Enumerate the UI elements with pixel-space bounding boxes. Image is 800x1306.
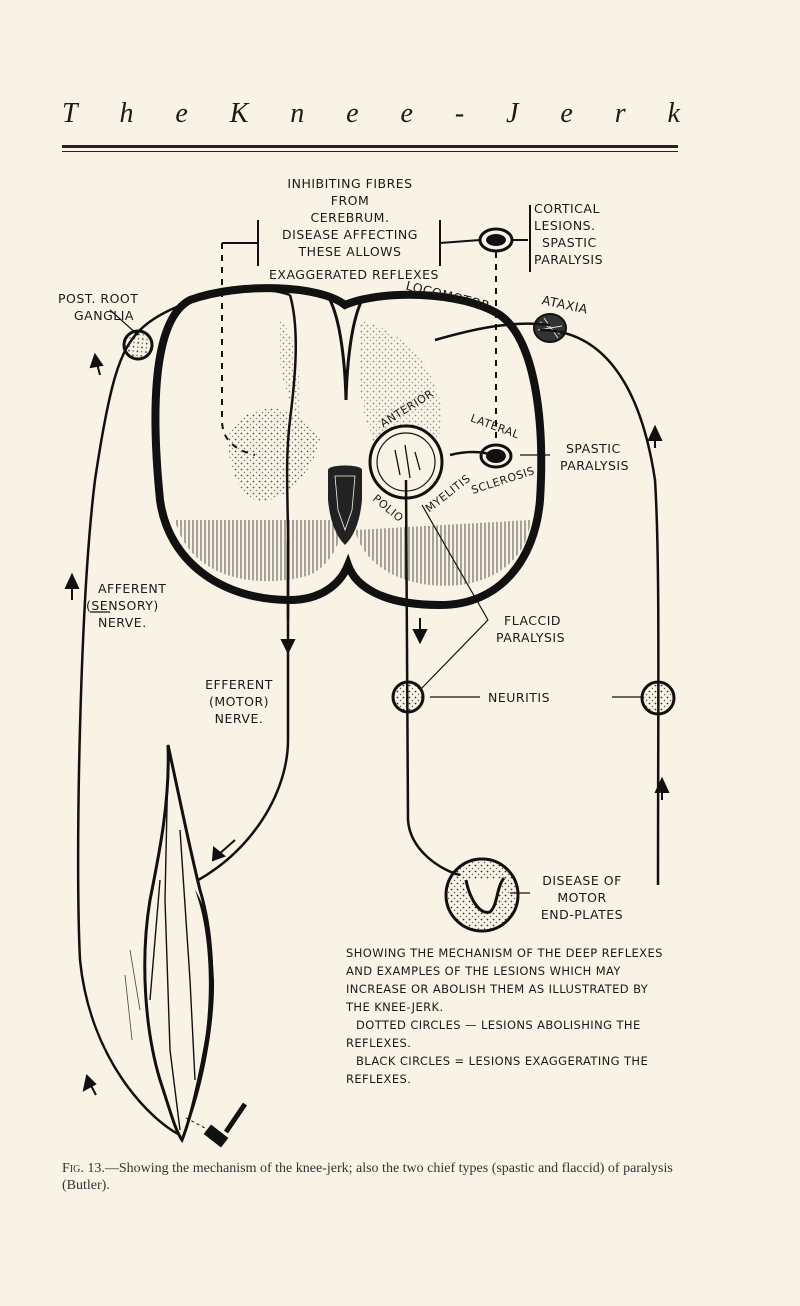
label-spastic-paralysis: SPASTIC PARALYSIS xyxy=(560,441,630,473)
title-letter: J xyxy=(506,98,521,129)
label-flaccid-paralysis: FLACCID PARALYSIS xyxy=(496,613,566,645)
description-dotted: DOTTED CIRCLES — LESIONS ABOLISHING THE … xyxy=(346,1018,641,1050)
title-letter: e xyxy=(346,98,361,129)
figure-caption: Fig. 13.—Showing the mechanism of the kn… xyxy=(62,1160,682,1194)
pointer-lines xyxy=(90,309,642,894)
label-exaggerated-reflexes: EXAGGERATED REFLEXES xyxy=(269,267,439,282)
title-letter: T xyxy=(62,98,80,129)
title-rule-thin xyxy=(62,151,678,152)
description-main: SHOWING THE MECHANISM OF THE DEEP REFLEX… xyxy=(346,946,663,1014)
description-black: BLACK CIRCLES = LESIONS EXAGGERATING THE… xyxy=(346,1054,649,1086)
anterior-horn-lesion xyxy=(368,424,444,500)
title-letter: e xyxy=(400,98,415,129)
title-letter: e xyxy=(175,98,190,129)
title-letter: h xyxy=(119,98,136,129)
label-afferent-nerve: AFFERENT (SENSORY) NERVE. xyxy=(86,581,167,630)
title-rule-thick xyxy=(62,145,678,148)
label-inhibiting-fibres: INHIBITING FIBRES FROM CEREBRUM. DISEASE… xyxy=(282,176,418,259)
label-disease-motor-end-plates: DISEASE OF MOTOR END-PLATES xyxy=(540,873,624,922)
title-letter: k xyxy=(667,98,682,129)
title-letter: K xyxy=(229,98,251,129)
spinal-cord-section xyxy=(151,284,546,610)
brace-lines xyxy=(222,205,531,272)
inhibiting-fibres-dashed xyxy=(221,243,497,456)
diagram-description: SHOWING THE MECHANISM OF THE DEEP REFLEX… xyxy=(346,944,666,1088)
title-letter: e xyxy=(560,98,575,129)
label-post-root-ganglia: POST. ROOT GANGLIA xyxy=(58,291,139,323)
label-efferent-nerve: EFFERENT (MOTOR) NERVE. xyxy=(205,677,273,726)
caption-text: —Showing the mechanism of the knee-jerk;… xyxy=(62,1161,673,1193)
label-cortical-lesions: CORTICAL LESIONS. SPASTIC PARALYSIS xyxy=(534,201,604,267)
label-neuritis: NEURITIS xyxy=(488,690,551,705)
page-title: T h e K n e e - J e r k xyxy=(62,98,682,130)
caption-fig-number: Fig. 13. xyxy=(62,1161,105,1176)
title-letter: n xyxy=(290,98,307,129)
dotted-circle-lesions xyxy=(122,329,676,933)
direction-arrows xyxy=(64,352,670,1096)
nerve-fibres xyxy=(76,288,660,1137)
title-letter: r xyxy=(614,98,628,129)
title-letter: - xyxy=(454,98,467,129)
quadriceps-muscle xyxy=(124,744,248,1148)
